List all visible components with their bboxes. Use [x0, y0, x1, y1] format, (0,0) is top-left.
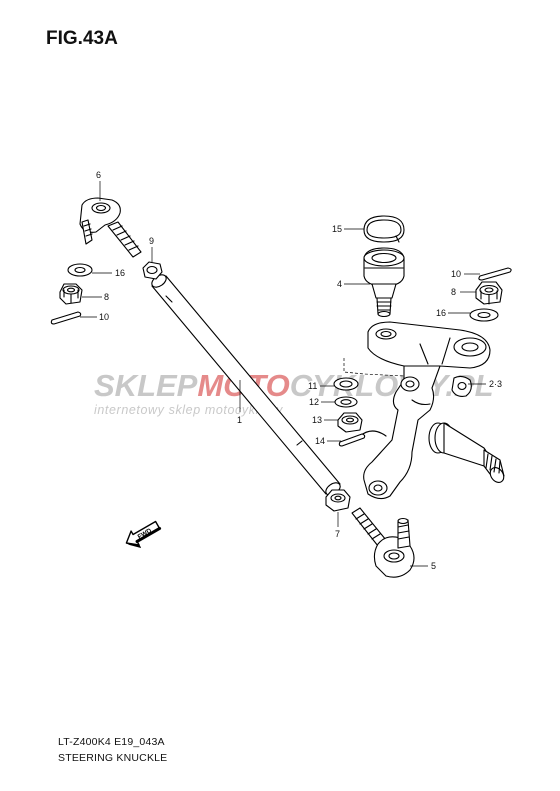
callout-13: 13	[312, 415, 322, 425]
watermark-brand-part1: SKLEP	[94, 368, 198, 403]
cotter-pin-10-right	[478, 267, 512, 281]
callout-11: 11	[308, 381, 317, 391]
callout-1: 1	[237, 415, 242, 425]
tie-rod-end-left	[79, 197, 142, 258]
washer-12	[334, 396, 358, 408]
callout-10-left: 10	[99, 312, 109, 322]
alignment-line	[343, 358, 405, 377]
tie-rod-end-right	[351, 507, 415, 578]
castle-nut-13	[337, 412, 363, 433]
nut-9	[142, 261, 163, 280]
castle-nut-8-left	[59, 283, 83, 305]
callout-16-left: 16	[115, 268, 125, 278]
figure-title: FIG.43A	[46, 28, 118, 49]
steering-knuckle	[359, 321, 505, 500]
washer-16-left	[67, 263, 93, 277]
model-code: LT-Z400K4 E19_043A	[58, 736, 165, 748]
callout-2-3: 2·3	[489, 379, 502, 389]
washer-16-right	[469, 308, 499, 322]
callout-15: 15	[332, 224, 342, 234]
callout-7: 7	[335, 529, 340, 539]
callout-12: 12	[309, 397, 319, 407]
callout-labels: 6 9 16 8 10 1 7 15 4 10 8 16 2·3 11 12 1…	[96, 170, 502, 571]
cotter-pin-10-left	[50, 311, 82, 325]
callout-10-right: 10	[451, 269, 461, 279]
washer-11	[333, 377, 359, 391]
callout-4: 4	[337, 279, 342, 289]
callout-8-right: 8	[451, 287, 456, 297]
callout-5: 5	[431, 561, 436, 571]
callout-14: 14	[315, 436, 325, 446]
circlip-15	[363, 215, 405, 243]
section-name: STEERING KNUCKLE	[58, 752, 168, 764]
nut-7	[325, 489, 351, 512]
cotter-pin-14	[338, 433, 366, 447]
fwd-direction-arrow: FWD	[125, 520, 162, 548]
castle-nut-8-right	[475, 281, 503, 305]
watermark-tagline: internetowy sklep motocyklowy	[94, 403, 283, 417]
ball-joint-4	[363, 247, 405, 318]
callout-16-right: 16	[436, 308, 446, 318]
callout-6: 6	[96, 170, 101, 180]
callout-9: 9	[149, 236, 154, 246]
callout-leaders	[80, 181, 486, 567]
callout-8-left: 8	[104, 292, 109, 302]
